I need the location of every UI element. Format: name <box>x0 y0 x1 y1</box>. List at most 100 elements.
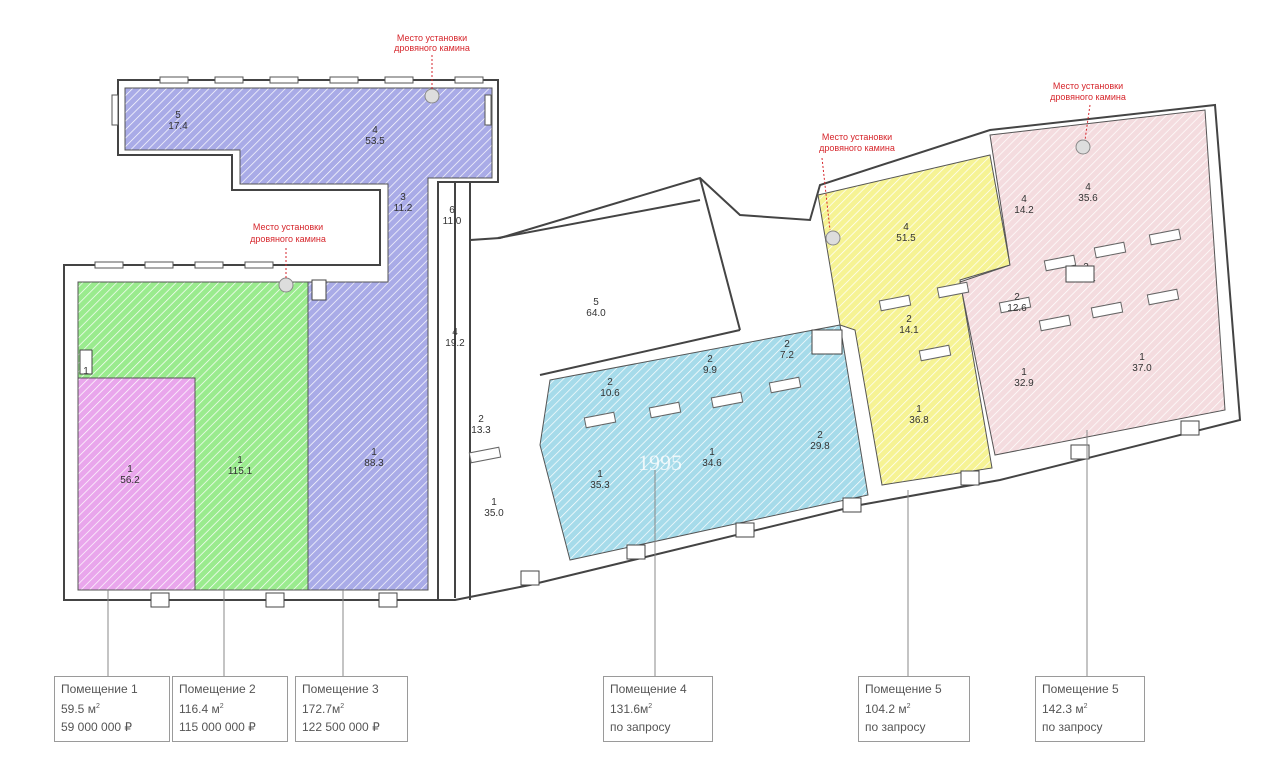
room-number: 6 <box>449 205 455 216</box>
room-label: 414.2 <box>1014 194 1034 216</box>
unit-4-info: Помещение 4 131.6м2 по запросу <box>603 676 713 742</box>
room-label: 311.2 <box>394 192 413 214</box>
column <box>1146 288 1180 306</box>
window <box>159 76 189 84</box>
window <box>244 261 274 269</box>
room-area: 11.0 <box>443 216 462 227</box>
room-label: 214.1 <box>899 314 919 336</box>
room-area: 32.9 <box>1014 378 1034 389</box>
room-area: 14.1 <box>899 325 919 336</box>
column <box>648 401 682 419</box>
column <box>1148 228 1182 246</box>
leader-lines <box>107 430 1088 676</box>
window <box>194 261 224 269</box>
window <box>484 94 492 126</box>
room-area: 34.6 <box>702 458 722 469</box>
room-label: 135.0 <box>484 497 504 519</box>
entrance-markers <box>150 420 1200 608</box>
room-number: 4 <box>372 125 378 136</box>
watermark-year: 1995 <box>638 450 682 475</box>
unit-4-name: Помещение 4 <box>610 682 687 696</box>
column <box>768 376 802 394</box>
room-label: 419.2 <box>445 327 465 349</box>
room-area: 14.2 <box>1014 205 1034 216</box>
room-number: 2 <box>607 377 613 388</box>
room-label: 611.0 <box>443 205 462 227</box>
column <box>1038 314 1072 332</box>
unit-2-area: 116.4 <box>179 702 209 716</box>
window <box>269 76 299 84</box>
column <box>710 391 744 409</box>
small-room-label: 1 <box>83 366 89 377</box>
room-area: 11.2 <box>394 203 413 214</box>
fireplace-label-2: Место установки дровяного камина <box>250 222 326 244</box>
room-label: 135.3 <box>590 469 610 491</box>
room-area: 53.5 <box>365 136 385 147</box>
room-label: 229.8 <box>810 430 830 452</box>
interior-walls <box>454 177 741 600</box>
room-number: 1 <box>1139 352 1145 363</box>
room-label: 136.8 <box>909 404 929 426</box>
unit-5a-name: Помещение 5 <box>865 682 942 696</box>
room-area: 29.8 <box>810 441 830 452</box>
column <box>1093 241 1127 259</box>
unit-3-price: 122 500 000 ₽ <box>302 720 380 734</box>
room-number: 3 <box>400 192 406 203</box>
entrance-marker <box>960 470 980 486</box>
window <box>94 261 124 269</box>
room-number: 4 <box>452 327 458 338</box>
room-area: 17.4 <box>168 121 188 132</box>
room-number: 2 <box>784 339 790 350</box>
entrance-marker <box>842 497 862 513</box>
column <box>918 344 952 362</box>
svg-text:Место установки: Место установки <box>397 33 467 43</box>
unit-3-name: Помещение 3 <box>302 682 379 696</box>
unit-5a-price: по запросу <box>865 720 926 734</box>
svg-text:Место установки: Место установки <box>253 222 323 232</box>
room-area: 35.0 <box>484 508 504 519</box>
room-area: 37.0 <box>1132 363 1152 374</box>
room-number: 5 <box>175 110 181 121</box>
entrance-marker <box>265 592 285 608</box>
column <box>468 446 502 464</box>
room-number: 5 <box>593 297 599 308</box>
room-number: 2 <box>478 414 484 425</box>
unit-2-price: 115 000 000 ₽ <box>179 720 256 734</box>
room-area: 35.6 <box>1078 193 1098 204</box>
column <box>583 411 617 429</box>
unit-5a-area <box>817 154 1011 486</box>
unit-2-info: Помещение 2 116.4 м2 115 000 000 ₽ <box>172 676 288 742</box>
unit-5b-info: Помещение 5 142.3 м2 по запросу <box>1035 676 1145 742</box>
room-area: 9.9 <box>703 365 717 376</box>
room-label: 564.0 <box>586 297 606 319</box>
room-label: 188.3 <box>364 447 384 469</box>
room-number: 4 <box>1021 194 1027 205</box>
room-number: 2 <box>707 354 713 365</box>
unit-4-price: по запросу <box>610 720 671 734</box>
fireplace-markers <box>278 88 1091 293</box>
window <box>214 76 244 84</box>
room-number: 1 <box>1021 367 1027 378</box>
room-number: 1 <box>237 455 243 466</box>
room-number: 1 <box>916 404 922 415</box>
column <box>1043 254 1077 272</box>
room-area: 35.3 <box>590 480 610 491</box>
utility-marks: 1 <box>79 265 1095 377</box>
room-label: 210.6 <box>600 377 620 399</box>
columns <box>468 228 1182 464</box>
unit-4-area: 131.6 <box>610 702 641 716</box>
unit-5b-name: Помещение 5 <box>1042 682 1119 696</box>
room-label: 453.5 <box>365 125 385 147</box>
fireplace-label-1: Место установки дровяного камина <box>394 33 470 53</box>
unit-5a-area: 104.2 <box>865 702 896 716</box>
room-label: 134.6 <box>702 447 722 469</box>
fireplace-leaders <box>285 55 1091 278</box>
unit-1-area <box>77 377 196 591</box>
fireplace-label-4: Место установки дровяного камина <box>1050 81 1126 102</box>
column <box>936 281 970 299</box>
room-label: 156.2 <box>120 464 140 486</box>
room-area: 13.3 <box>471 425 491 436</box>
room-area: 56.2 <box>120 475 140 486</box>
